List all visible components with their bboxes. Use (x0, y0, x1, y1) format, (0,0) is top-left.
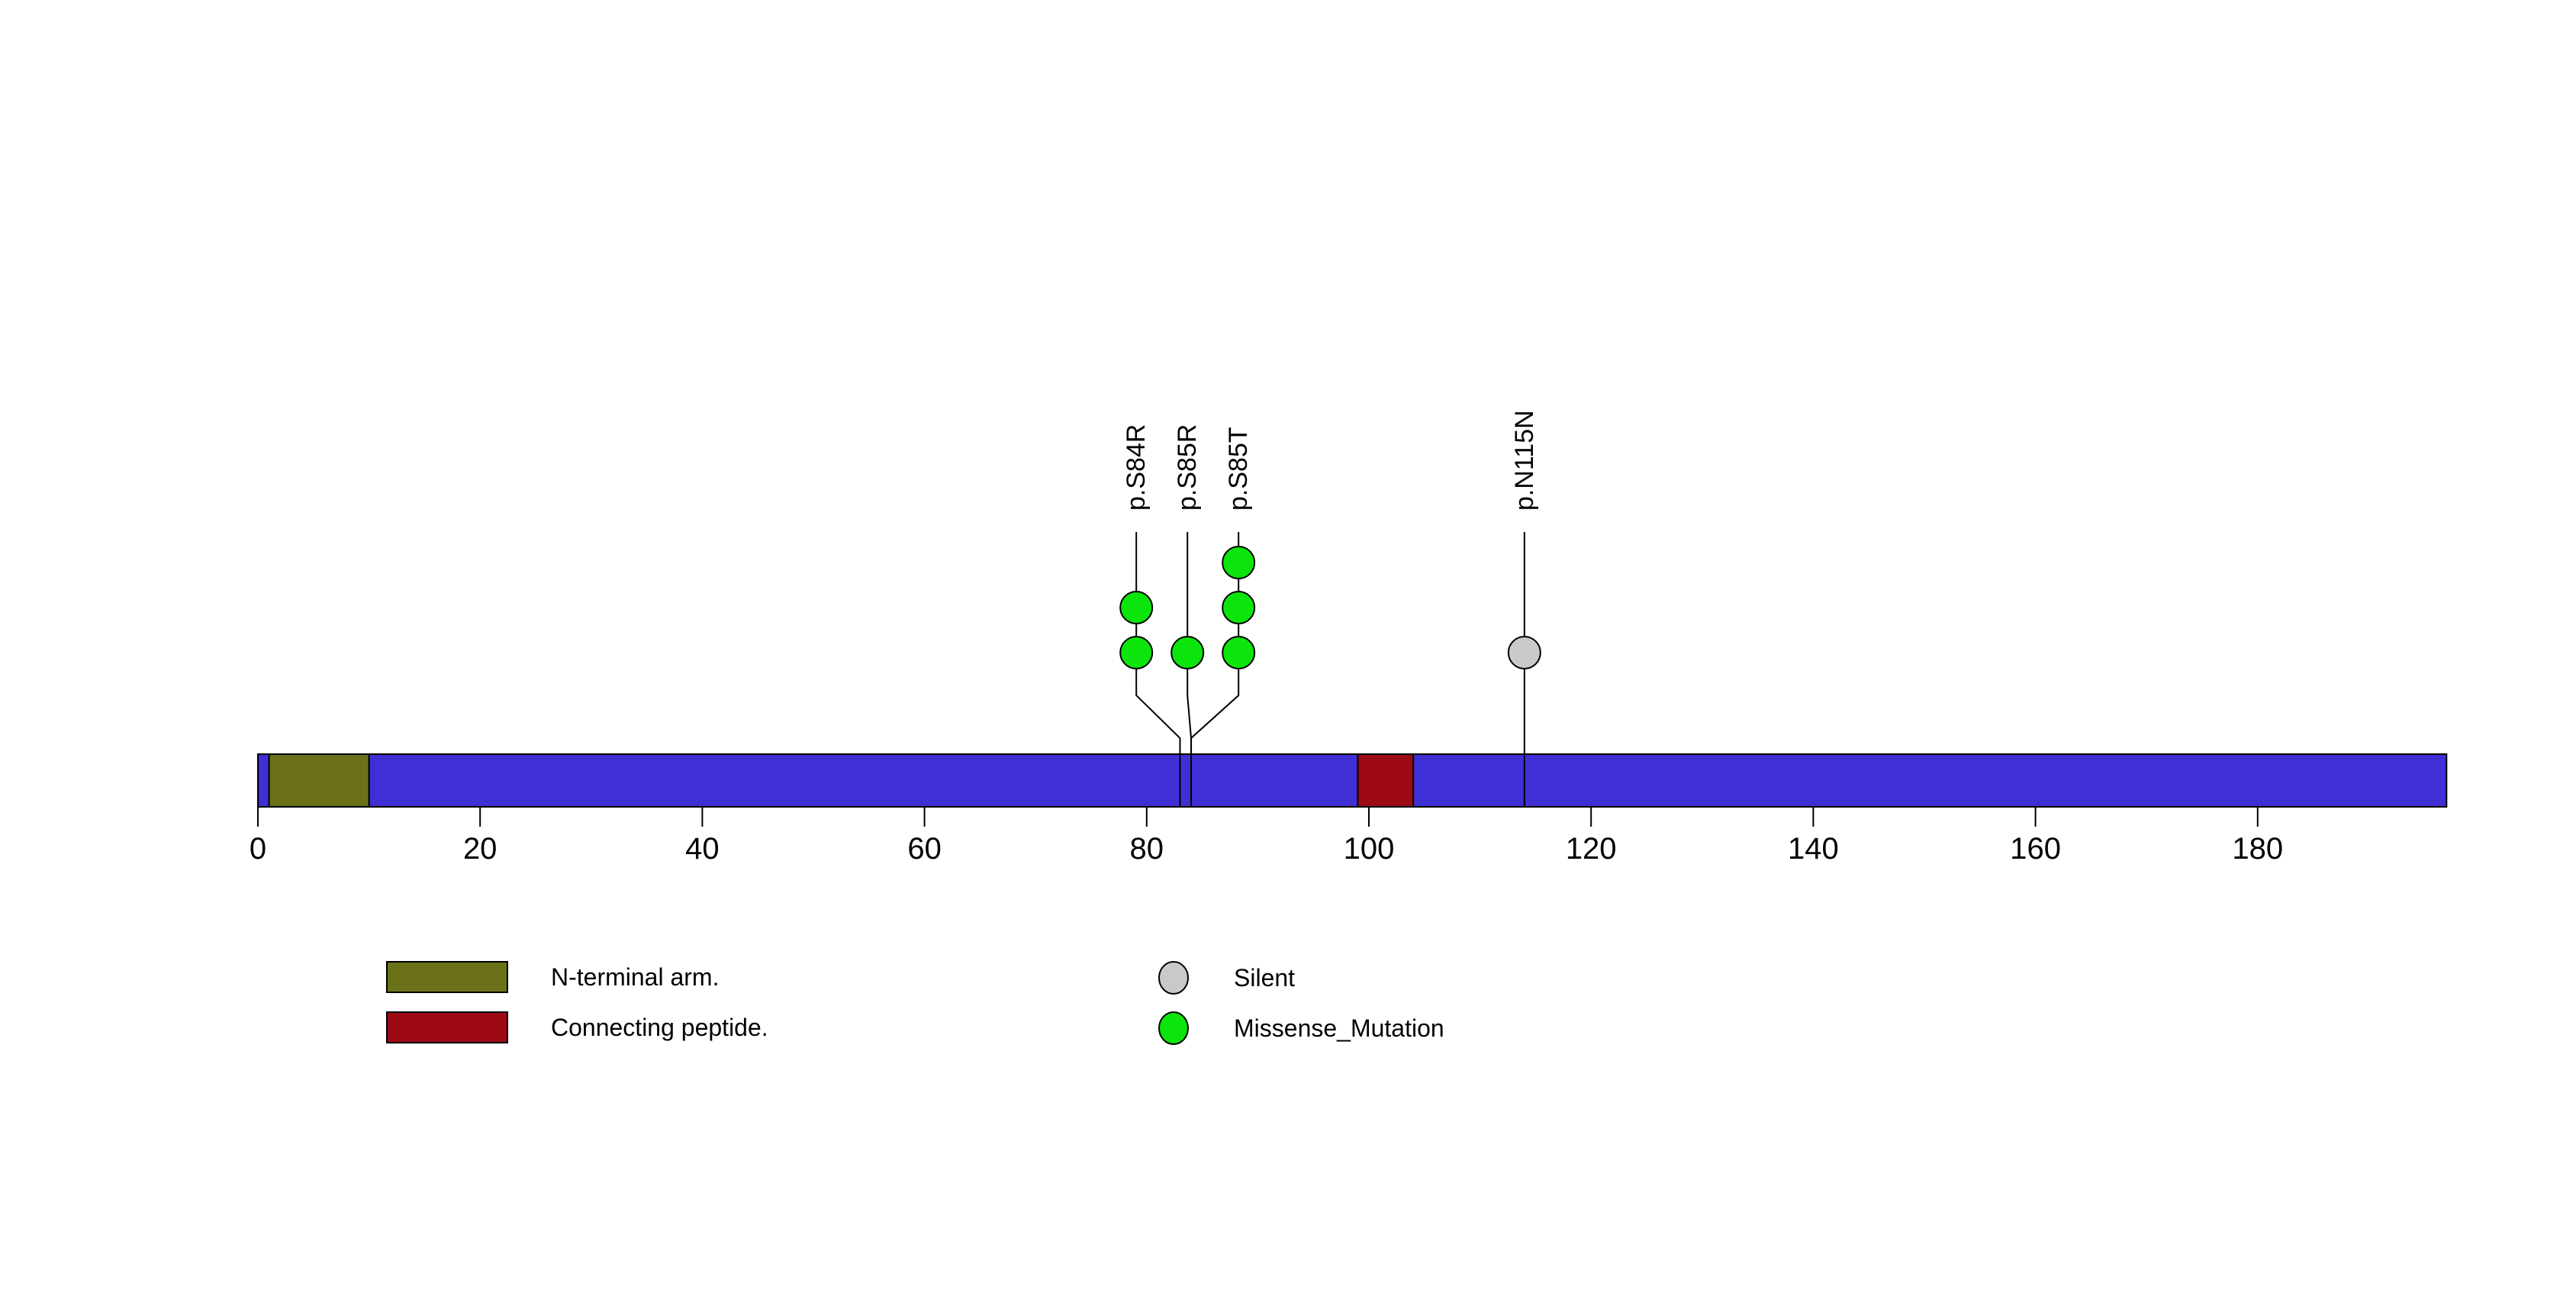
axis-tick-label-40: 40 (685, 832, 720, 866)
axis-tick-label-60: 60 (907, 832, 942, 866)
legend-mutation-label-0: Silent (1234, 964, 1295, 992)
protein-backbone-bar (257, 753, 2448, 808)
legend-group: N-terminal arm. Connecting peptide. Silent… (386, 961, 1444, 1045)
axis-tick-label-20: 20 (463, 832, 497, 866)
mutation-circle-p.S85T-2 (1222, 591, 1256, 624)
axis-tick-label-160: 160 (2010, 832, 2061, 866)
legend-domain-swatch-1 (386, 1011, 508, 1043)
mutation-labels-group: p.S84R p.S85R p.S85T p.N115N (1122, 410, 1539, 511)
mutation-circle-p.N115N-1 (1507, 636, 1541, 669)
axis-tick-label-120: 120 (1566, 832, 1617, 866)
mutation-circle-p.S85T-3 (1222, 546, 1256, 579)
mutation-circles-group (1119, 546, 1541, 669)
mutation-circle-p.S84R-2 (1119, 591, 1154, 624)
mutation-circle-p.S85R-1 (1170, 636, 1205, 669)
mutation-circle-p.S85T-1 (1222, 636, 1256, 669)
axis-tick-label-0: 0 (250, 832, 266, 866)
axis-tick-label-180: 180 (2232, 832, 2283, 866)
mutation-label-p.S85T: p.S85T (1224, 427, 1253, 511)
legend-domain-label-1: Connecting peptide. (551, 1014, 768, 1041)
legend-domain-label-0: N-terminal arm. (551, 963, 719, 991)
domain-rect-1 (1357, 753, 1415, 808)
legend-mutation-label-1: Missense_Mutation (1234, 1014, 1444, 1042)
mutation-label-p.S84R: p.S84R (1122, 424, 1151, 511)
mutation-label-p.S85R: p.S85R (1173, 424, 1202, 511)
legend-mutation-swatch-0 (1158, 961, 1189, 995)
axis-tick-label-80: 80 (1130, 832, 1164, 866)
domain-rect-0 (268, 753, 370, 808)
legend-mutation-swatch-1 (1158, 1011, 1189, 1045)
mutation-circle-p.S84R-1 (1119, 636, 1154, 669)
legend-domain-swatch-0 (386, 961, 508, 993)
domains-group (268, 753, 1415, 808)
axis-tick-label-100: 100 (1344, 832, 1395, 866)
axis-tick-label-140: 140 (1788, 832, 1839, 866)
x-axis-group: 0 20 40 60 80 100 120 140 160 180 (250, 807, 2283, 866)
mutation-label-p.N115N: p.N115N (1510, 410, 1539, 511)
protein-backbone-group (257, 753, 2448, 808)
